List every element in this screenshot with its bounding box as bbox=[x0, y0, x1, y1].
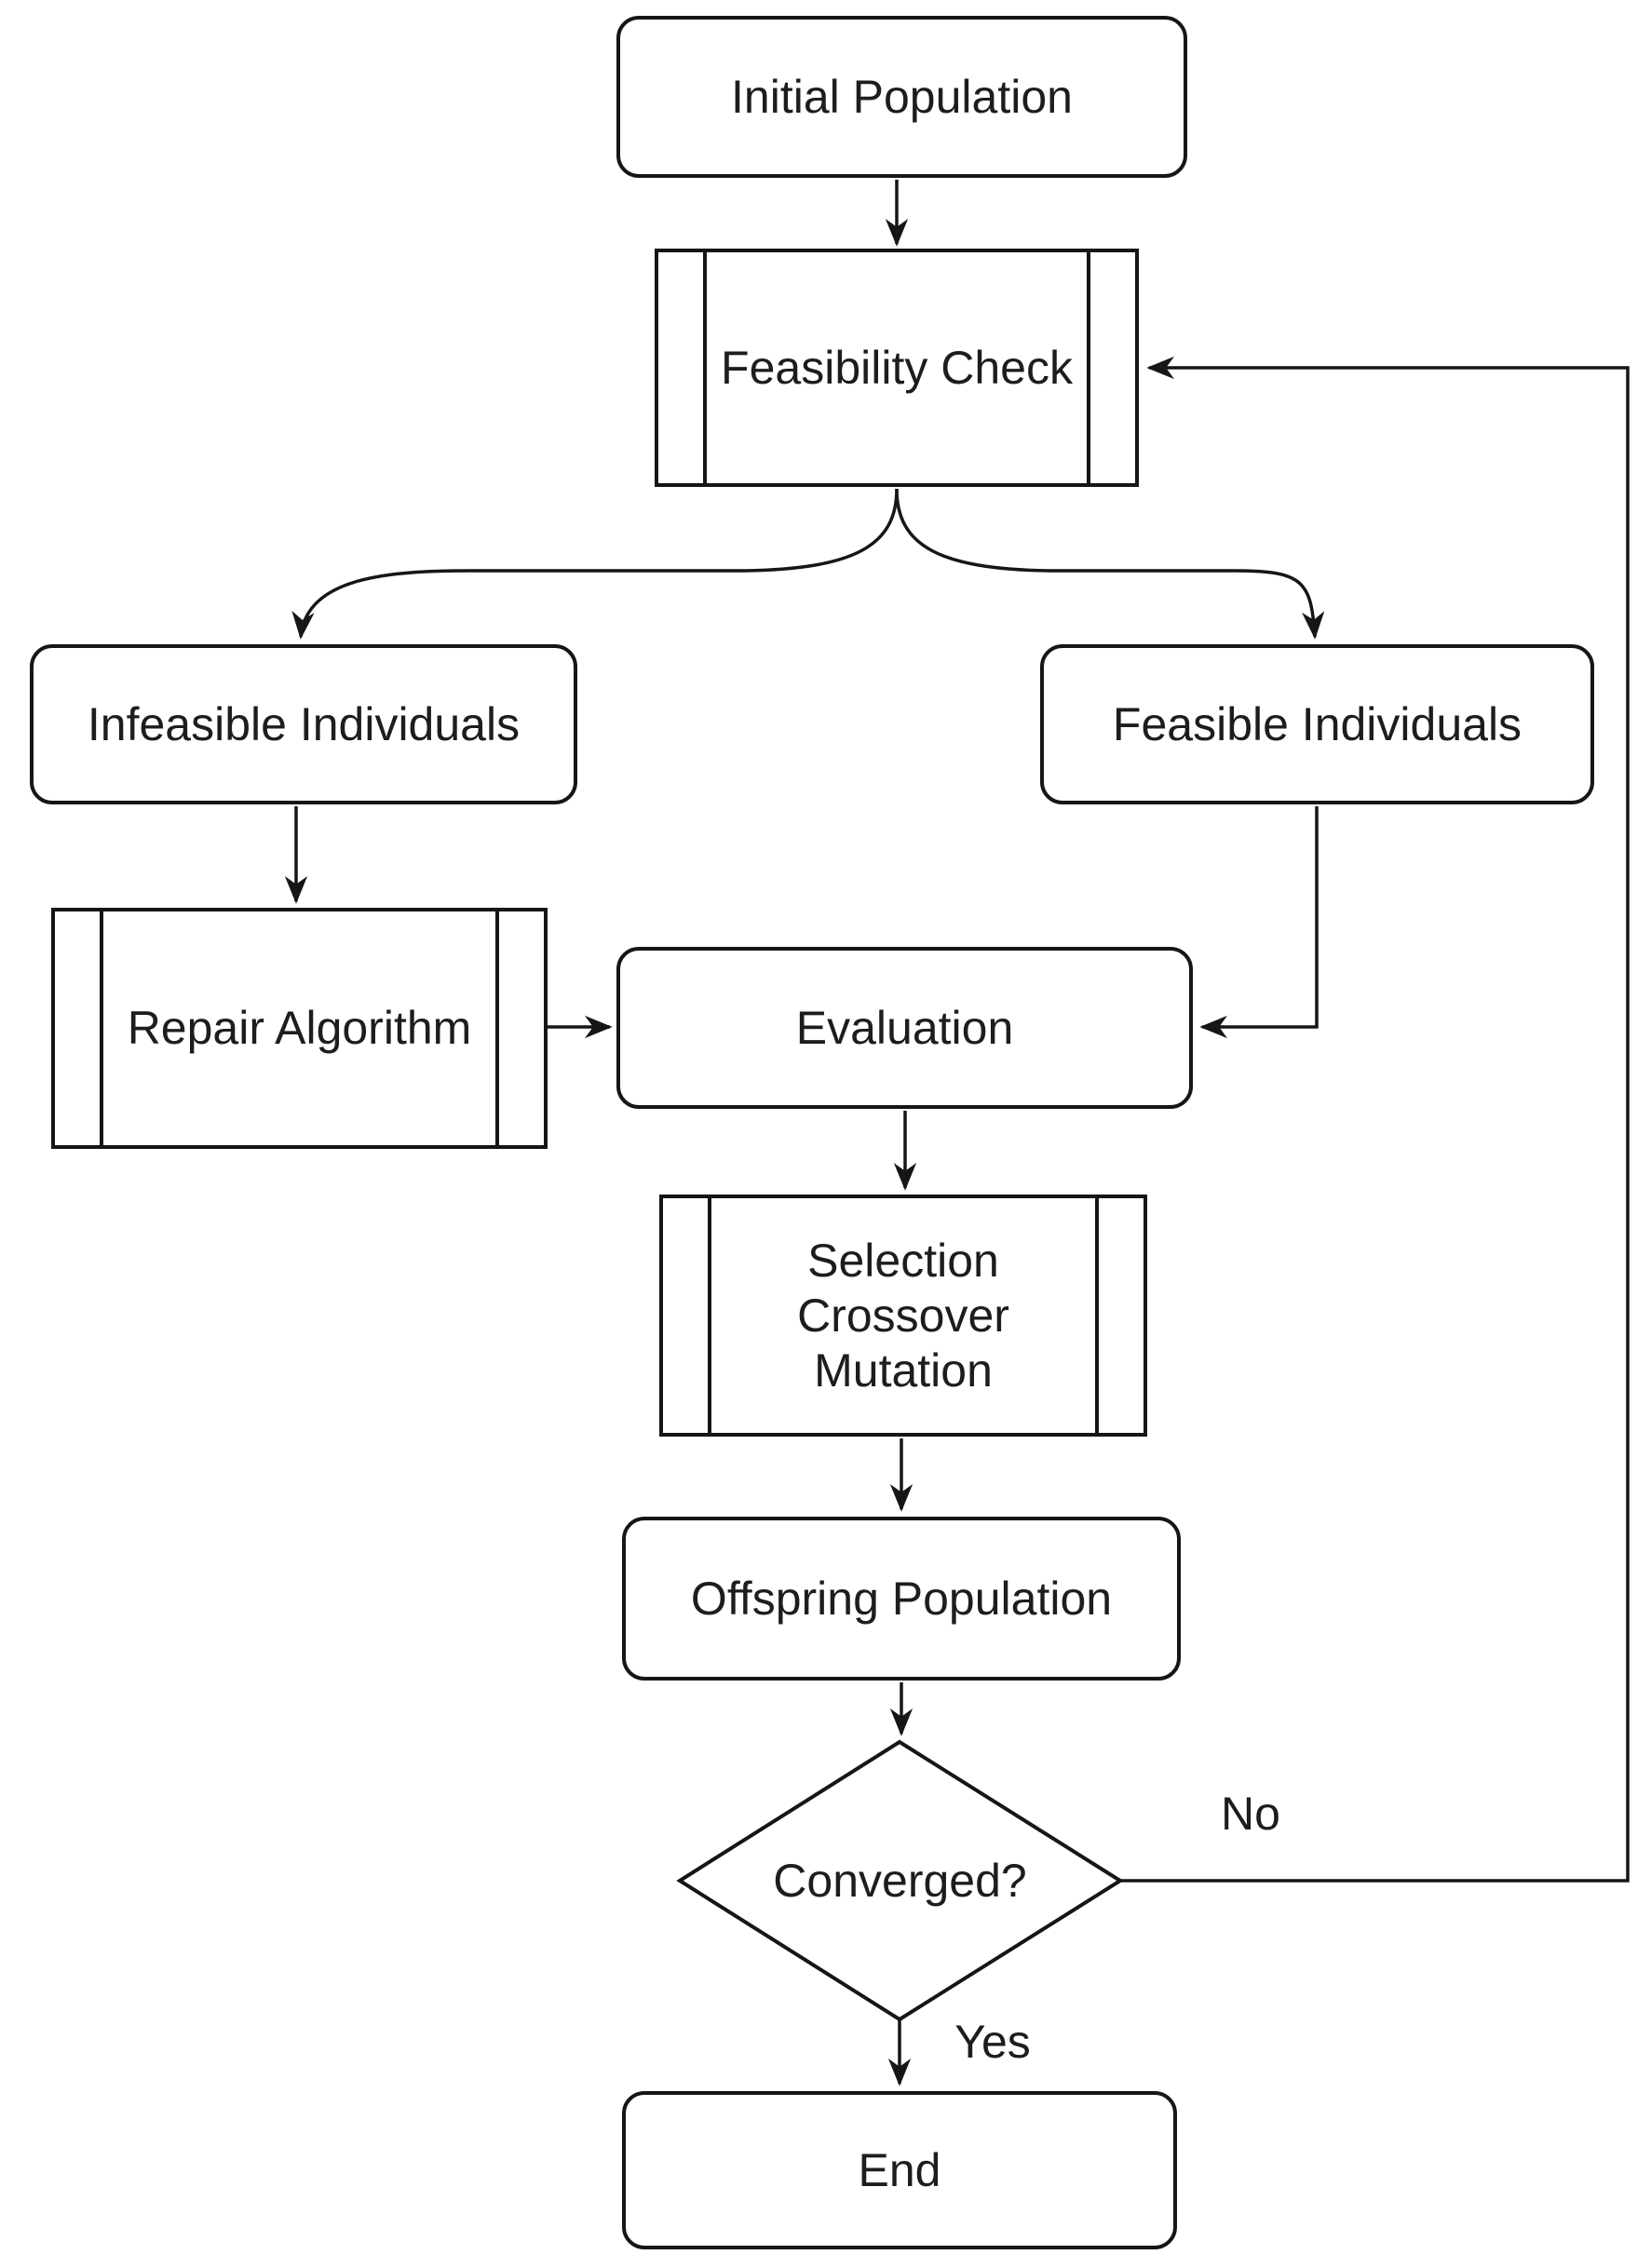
node-evaluation: Evaluation bbox=[616, 947, 1193, 1109]
mutation-line: Mutation bbox=[814, 1343, 993, 1397]
crossover-line: Crossover bbox=[797, 1289, 1009, 1342]
node-infeasible-individuals: Infeasible Individuals bbox=[30, 644, 577, 804]
edge-feasibility-to-feasible bbox=[895, 488, 1325, 640]
edge-feasibility-to-infeasible bbox=[291, 488, 899, 640]
edge-label-no: No bbox=[1221, 1788, 1280, 1840]
node-infeasible-individuals-label: Infeasible Individuals bbox=[87, 697, 521, 750]
node-selection-crossover-mutation: Selection Crossover Mutation bbox=[659, 1195, 1147, 1437]
edge-label-yes: Yes bbox=[954, 2016, 1031, 2068]
edge-feasible-to-evaluation bbox=[1199, 806, 1319, 1039]
node-converged-label: Converged? bbox=[773, 1855, 1027, 1907]
node-selection-crossover-mutation-label: Selection Crossover Mutation bbox=[780, 1234, 1026, 1398]
node-feasibility-check: Feasibility Check bbox=[655, 249, 1139, 487]
node-feasible-individuals: Feasible Individuals bbox=[1040, 644, 1594, 804]
node-initial-population-label: Initial Population bbox=[731, 70, 1073, 123]
node-feasibility-check-label: Feasibility Check bbox=[721, 341, 1073, 394]
node-end: End bbox=[622, 2091, 1177, 2249]
node-end-label: End bbox=[858, 2143, 941, 2196]
selection-line: Selection bbox=[807, 1234, 999, 1287]
node-repair-algorithm: Repair Algorithm bbox=[51, 908, 548, 1149]
edge-converged-no-to-feasibility bbox=[1120, 356, 1630, 1883]
node-offspring-population: Offspring Population bbox=[622, 1517, 1181, 1681]
node-evaluation-label: Evaluation bbox=[795, 1001, 1014, 1054]
node-offspring-population-label: Offspring Population bbox=[690, 1572, 1113, 1625]
node-repair-algorithm-label: Repair Algorithm bbox=[127, 1002, 472, 1054]
node-initial-population: Initial Population bbox=[616, 16, 1187, 178]
node-feasible-individuals-label: Feasible Individuals bbox=[1112, 697, 1522, 750]
converged-decision-shape bbox=[676, 1739, 1124, 2022]
